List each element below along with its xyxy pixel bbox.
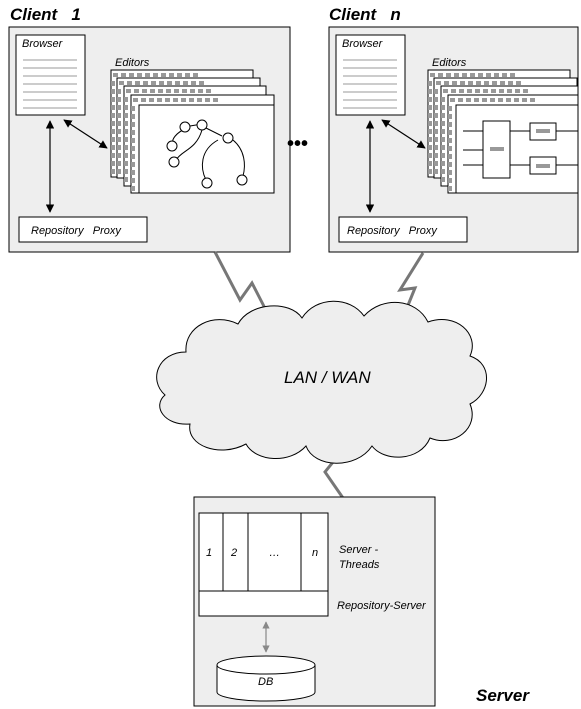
server-threads-label-1: Server - (339, 544, 378, 556)
server-title: Server (476, 686, 530, 705)
client-1-browser-editor-arrow (63, 119, 108, 149)
client-n-browser-label: Browser (342, 38, 384, 50)
client-n-editor-stack (427, 69, 579, 194)
client-n-browser-editor-arrow (381, 119, 426, 149)
server-threads-label-2: Threads (339, 559, 380, 571)
repository-server-label: Repository-Server (337, 600, 427, 612)
client-1-browser-label: Browser (22, 38, 64, 50)
repository-server-box (198, 590, 329, 617)
client-1-title: Client 1 (10, 5, 81, 24)
client-1-proxy-label: Repository Proxy (31, 225, 122, 237)
client-n-editors-label: Editors (432, 57, 467, 69)
client-n-proxy-label: Repository Proxy (347, 225, 438, 237)
client-n-title: Client n (329, 5, 401, 24)
client-1-browser: Browser (15, 34, 86, 116)
client-1-graph (166, 119, 248, 189)
server-thread-n: n (312, 547, 318, 559)
server-thread-1: 1 (206, 547, 212, 559)
database-cylinder: DB (216, 655, 316, 702)
client-n-proxy-box (338, 216, 468, 243)
client-n-browser: Browser (335, 34, 406, 116)
server-thread-2: 2 (230, 547, 237, 559)
network-label: LAN / WAN (284, 368, 371, 387)
client-1-editors-label: Editors (115, 57, 150, 69)
client-1-editor-stack (110, 69, 275, 194)
server-thread-ellipsis: … (269, 547, 280, 559)
client-1-proxy-box (18, 216, 148, 243)
database-label: DB (258, 676, 273, 688)
client-1-network-link (213, 251, 274, 323)
clients-ellipsis: ••• (287, 133, 308, 155)
server-threads-block: 1 2 … n (198, 512, 329, 592)
network-cloud (156, 300, 487, 464)
